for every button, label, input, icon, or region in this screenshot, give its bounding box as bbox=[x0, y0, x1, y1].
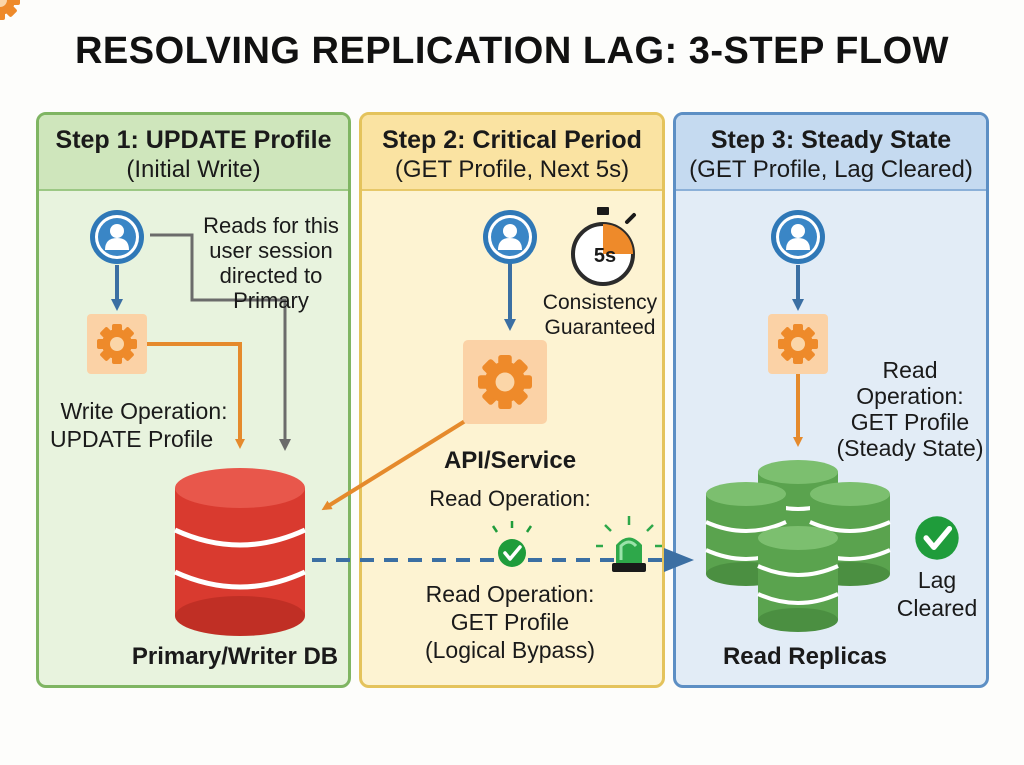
step-1-note: Reads for this user session directed to … bbox=[196, 213, 346, 313]
step-1-operation-line-2: UPDATE Profile bbox=[50, 426, 214, 452]
gear-icon bbox=[0, 0, 20, 20]
primary-read-routing-arrow bbox=[150, 233, 291, 451]
read-replicas-label: Read Replicas bbox=[722, 643, 888, 670]
step-1-note-line-3: directed to bbox=[219, 263, 323, 288]
timer-caption-line-2: Guaranteed bbox=[544, 316, 656, 339]
primary-db-label: Primary/Writer DB bbox=[131, 643, 339, 670]
lag-cleared-line-2: Cleared bbox=[896, 595, 978, 621]
step-3-heading: Step 3: Steady State bbox=[710, 126, 952, 154]
step-1-subheading: (Initial Write) bbox=[126, 156, 261, 183]
step-2-header: Step 2: Critical Period (GET Profile, Ne… bbox=[362, 115, 662, 191]
step-3-operation-line-1: Read bbox=[882, 357, 938, 383]
step-3-subheading: (GET Profile, Lag Cleared) bbox=[689, 156, 973, 183]
beacon-icon bbox=[596, 516, 662, 572]
step-3-operation-line-2: Operation: bbox=[856, 383, 964, 409]
step-2-subheading: (GET Profile, Next 5s) bbox=[394, 156, 630, 183]
timer-caption: Consistency Guaranteed bbox=[535, 290, 665, 340]
write-arrow bbox=[142, 342, 245, 449]
timer-caption-line-1: Consistency bbox=[542, 291, 658, 314]
check-icon bbox=[915, 516, 958, 559]
user-icon bbox=[771, 210, 825, 264]
bypass-label-line-3: (Logical Bypass) bbox=[424, 637, 596, 663]
step-1-operation-line-1: Write Operation: bbox=[60, 398, 228, 424]
step-1-note-line-2: user session bbox=[209, 238, 333, 263]
step-3-operation: Read Operation: GET Profile (Steady Stat… bbox=[835, 357, 985, 461]
service-to-primary-arrow bbox=[321, 416, 472, 511]
read-operation-label: Read Operation: bbox=[429, 486, 591, 511]
bypass-label-line-1: Read Operation: bbox=[425, 581, 595, 607]
step-1-heading: Step 1: UPDATE Profile bbox=[55, 126, 332, 154]
step-1-note-line-1: Reads for this bbox=[203, 213, 339, 238]
step-2-heading: Step 2: Critical Period bbox=[382, 126, 642, 154]
timer-value: 5s bbox=[593, 245, 617, 267]
gear-icon bbox=[97, 324, 137, 364]
lag-cleared-status: Lag Cleared bbox=[892, 566, 982, 622]
step-3-operation-line-4: (Steady State) bbox=[836, 435, 984, 461]
step-3-header: Step 3: Steady State (GET Profile, Lag C… bbox=[676, 115, 986, 191]
check-burst bbox=[491, 521, 533, 533]
bypass-label-line-2: GET Profile bbox=[450, 609, 570, 635]
gear-icon-large bbox=[478, 355, 532, 409]
user-icon bbox=[90, 210, 144, 264]
gear-icon bbox=[778, 324, 818, 364]
user-icon bbox=[483, 210, 537, 264]
bypass-label: Read Operation: GET Profile (Logical Byp… bbox=[400, 580, 620, 664]
step-1-note-line-4: Primary bbox=[233, 288, 309, 313]
stopwatch-icon bbox=[571, 207, 636, 286]
lag-cleared-line-1: Lag bbox=[917, 567, 957, 593]
bypass-arrowhead bbox=[664, 548, 694, 572]
primary-db-icon bbox=[173, 468, 307, 636]
step-3-operation-line-3: GET Profile bbox=[850, 409, 970, 435]
replica-db-cluster-icon bbox=[705, 460, 891, 632]
check-icon bbox=[496, 537, 528, 569]
diagram-title: RESOLVING REPLICATION LAG: 3-STEP FLOW bbox=[74, 30, 950, 72]
step-1-panel: Step 1: UPDATE Profile (Initial Write) bbox=[36, 112, 351, 688]
service-label: API/Service bbox=[443, 447, 577, 474]
step-1-header: Step 1: UPDATE Profile (Initial Write) bbox=[39, 115, 348, 191]
step-1-operation: Write Operation: UPDATE Profile bbox=[44, 397, 244, 453]
